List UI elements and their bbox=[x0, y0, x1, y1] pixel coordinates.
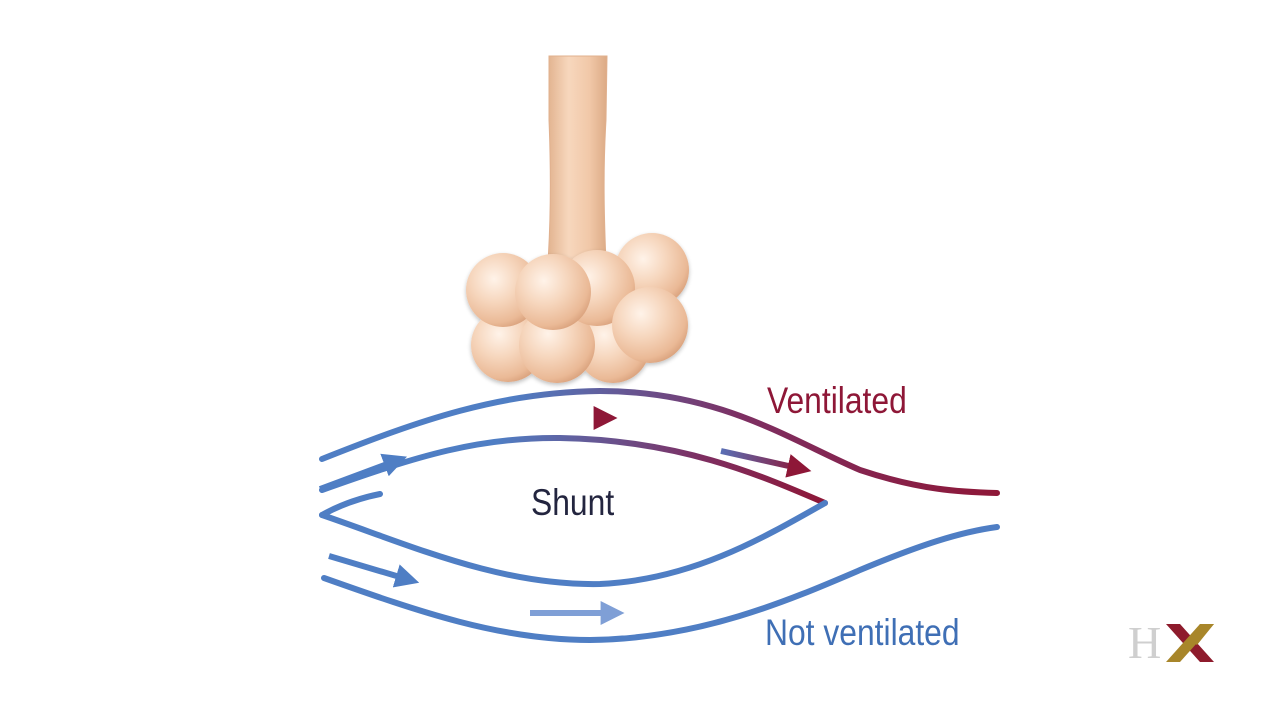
inflow-arrow-bottom bbox=[328, 553, 420, 588]
hx-logo-x-mark bbox=[1166, 624, 1214, 662]
hx-logo: H bbox=[1128, 620, 1218, 666]
ventilated-vessel-outer bbox=[319, 387, 1000, 496]
non-ventilated-vessel-lower bbox=[321, 524, 1000, 644]
not-ventilated-label: Not ventilated bbox=[765, 612, 960, 653]
inflow-arrow-top bbox=[318, 453, 407, 492]
ventilated-label: Ventilated bbox=[767, 380, 907, 421]
shunt-vessel-upper bbox=[319, 500, 828, 588]
bronchus bbox=[547, 55, 608, 263]
ventilated-arrow-right bbox=[720, 448, 812, 478]
shunt-label: Shunt bbox=[531, 482, 615, 523]
alveolus bbox=[515, 254, 591, 330]
flow-arrows bbox=[318, 406, 812, 625]
alveolus bbox=[612, 287, 688, 363]
vessels bbox=[319, 387, 1000, 644]
hx-logo-h-letter: H bbox=[1128, 617, 1161, 668]
shunt-vessel-left-tip bbox=[319, 491, 383, 518]
alveoli-cluster bbox=[466, 233, 689, 383]
non-ventilated-vessel-upper bbox=[825, 503, 997, 527]
